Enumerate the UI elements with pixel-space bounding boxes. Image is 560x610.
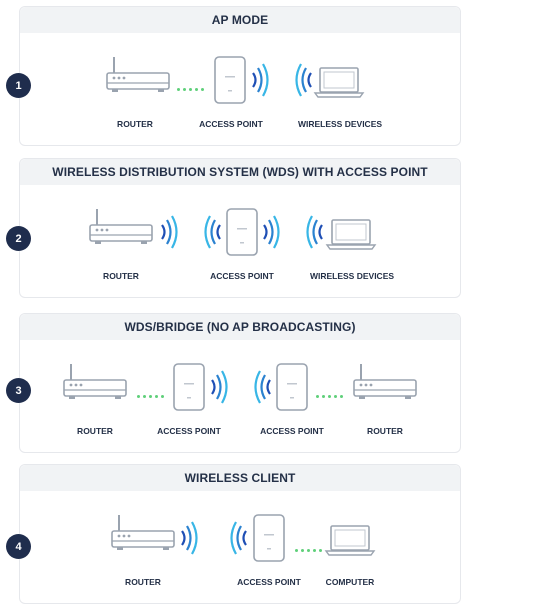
access-point-icon <box>226 208 258 256</box>
device-label: ACCESS POINT <box>157 426 221 436</box>
mode-panel-wireless-client: WIRELESS CLIENT <box>19 464 461 604</box>
device-label: ROUTER <box>367 426 403 436</box>
wifi-waves-icon <box>293 63 313 97</box>
device-label: ROUTER <box>77 426 113 436</box>
wired-link <box>177 78 207 91</box>
step-number-badge: 3 <box>6 378 31 403</box>
panel-title: WIRELESS DISTRIBUTION SYSTEM (WDS) WITH … <box>20 159 460 185</box>
step-number-badge: 4 <box>6 534 31 559</box>
device-label: WIRELESS DEVICES <box>309 271 395 281</box>
mode-panel-wds-bridge: WDS/BRIDGE (NO AP BROADCASTING) <box>19 313 461 453</box>
wired-link <box>295 539 325 552</box>
access-point-icon <box>214 56 246 104</box>
wifi-waves-icon <box>180 521 200 555</box>
router-icon <box>111 513 175 553</box>
wifi-waves-icon <box>304 215 324 249</box>
wireless-link <box>316 385 346 398</box>
wifi-waves-icon <box>251 63 271 97</box>
access-point-icon <box>253 514 285 562</box>
wifi-waves-icon <box>252 370 272 404</box>
device-label: ACCESS POINT <box>199 119 263 129</box>
panel-title: WDS/BRIDGE (NO AP BROADCASTING) <box>20 314 460 340</box>
wifi-waves-icon <box>202 215 222 249</box>
device-label: ACCESS POINT <box>210 271 274 281</box>
access-point-icon <box>276 363 308 411</box>
laptop-icon <box>313 67 365 99</box>
device-label: ACCESS POINT <box>237 577 301 587</box>
laptop-icon <box>324 525 376 557</box>
wifi-waves-icon <box>228 521 248 555</box>
router-icon <box>63 362 127 402</box>
laptop-icon <box>325 219 377 251</box>
device-label: COMPUTER <box>325 577 375 587</box>
mode-panel-ap: AP MODE <box>19 6 461 146</box>
router-icon <box>106 55 170 95</box>
device-label: ACCESS POINT <box>260 426 324 436</box>
wifi-waves-icon <box>160 215 180 249</box>
panel-title: AP MODE <box>20 7 460 33</box>
device-label: ROUTER <box>117 119 153 129</box>
router-icon <box>89 207 153 247</box>
access-point-icon <box>173 363 205 411</box>
device-label: ROUTER <box>125 577 161 587</box>
wired-link <box>137 385 167 398</box>
panel-title: WIRELESS CLIENT <box>20 465 460 491</box>
device-label: ROUTER <box>103 271 139 281</box>
mode-panel-wds-ap: WIRELESS DISTRIBUTION SYSTEM (WDS) WITH … <box>19 158 461 298</box>
step-number-badge: 2 <box>6 226 31 251</box>
router-icon <box>353 362 417 402</box>
wifi-waves-icon <box>210 370 230 404</box>
wifi-waves-icon <box>262 215 282 249</box>
step-number-badge: 1 <box>6 73 31 98</box>
device-label: WIRELESS DEVICES <box>297 119 383 129</box>
